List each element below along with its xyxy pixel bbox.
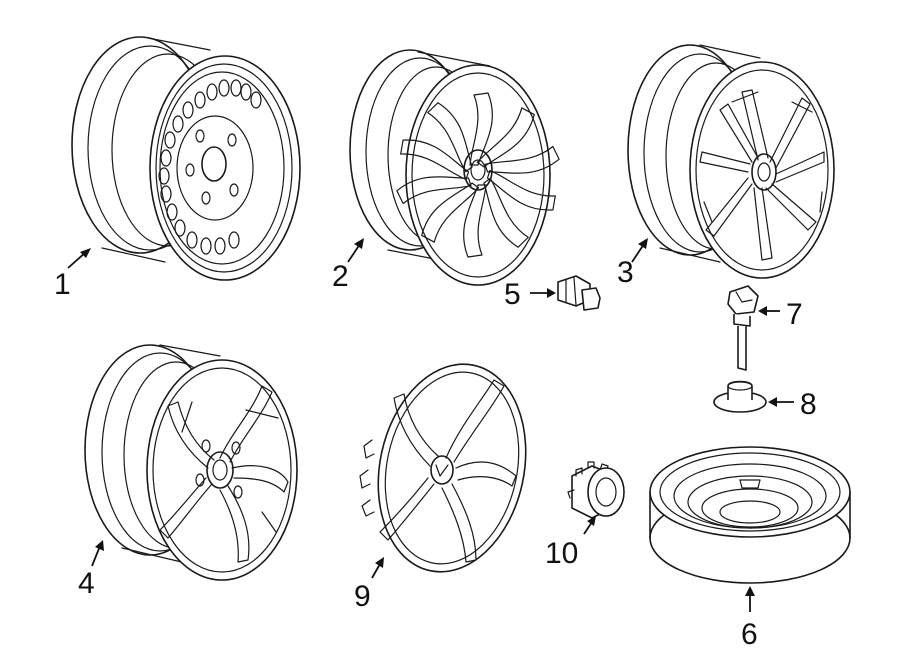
alloy-wheel-icon xyxy=(627,44,835,279)
steel-wheel-icon xyxy=(71,36,301,281)
callout-label-7: 7 xyxy=(786,298,803,331)
callout-label-4: 4 xyxy=(78,567,95,600)
lug-nut-icon xyxy=(557,275,601,311)
callout-arrows xyxy=(67,238,794,612)
callout-label-8: 8 xyxy=(800,388,817,421)
spare-wheel-icon xyxy=(649,446,851,584)
center-cap-icon xyxy=(713,380,767,413)
alloy-wheel-icon xyxy=(84,344,298,581)
callout-label-3: 3 xyxy=(617,256,634,289)
callout-label-9: 9 xyxy=(354,580,371,613)
tpms-sensor-icon xyxy=(727,285,759,371)
callout-label-6: 6 xyxy=(741,618,758,651)
callout-label-10: 10 xyxy=(545,537,578,570)
callout-label-5: 5 xyxy=(504,278,521,311)
alloy-wheel-icon xyxy=(349,49,562,286)
wheel-cover-icon xyxy=(359,363,527,573)
callout-label-1: 1 xyxy=(54,268,71,301)
center-cap-icon xyxy=(567,461,625,519)
callout-label-2: 2 xyxy=(332,260,349,293)
